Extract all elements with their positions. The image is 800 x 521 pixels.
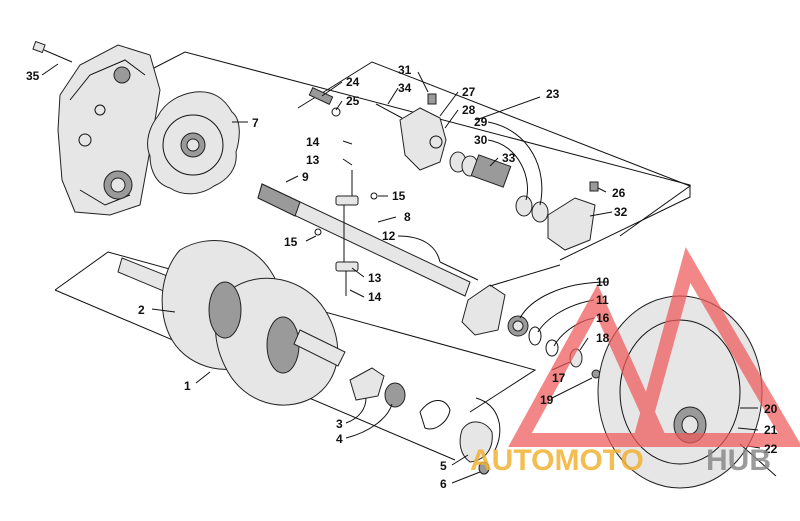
watermark-triangle-right xyxy=(630,247,800,447)
callout-25: 25 xyxy=(346,94,360,108)
callout-26: 26 xyxy=(612,186,626,200)
callout-3: 3 xyxy=(336,417,343,431)
gear-case xyxy=(57,44,161,216)
callout-20: 20 xyxy=(764,402,778,416)
callout-2: 2 xyxy=(138,303,145,317)
brake-caliper xyxy=(308,87,599,251)
callout-10: 10 xyxy=(596,275,610,289)
callout-12: 12 xyxy=(382,229,396,243)
callout-35: 35 xyxy=(26,69,40,83)
callout-11: 11 xyxy=(596,293,609,307)
callout-29: 29 xyxy=(474,115,488,129)
callout-28: 28 xyxy=(462,103,476,117)
drive-sprockets xyxy=(117,239,346,406)
callout-14-top: 14 xyxy=(306,135,320,149)
watermark-brand-left: AUTOMOTO xyxy=(470,444,644,477)
callout-8: 8 xyxy=(404,210,411,224)
callout-13-bottom: 13 xyxy=(368,271,382,285)
callout-18: 18 xyxy=(596,331,610,345)
callout-19: 19 xyxy=(540,393,554,407)
caliper-group-outline xyxy=(297,61,692,237)
callout-labels: 35 7 9 14 13 15 8 12 15 13 14 2 1 3 4 5 … xyxy=(26,63,778,491)
callout-30: 30 xyxy=(474,133,488,147)
watermark-logo xyxy=(508,247,800,447)
bolt-35 xyxy=(32,40,73,63)
callout-5: 5 xyxy=(440,459,447,473)
upper-assembly-outline xyxy=(149,51,691,261)
watermark-brand: AUTOMOTO HUB xyxy=(470,444,771,477)
callout-15-left: 15 xyxy=(284,235,298,249)
callout-1: 1 xyxy=(184,379,191,393)
callout-9: 9 xyxy=(302,170,309,184)
callout-14-bottom: 14 xyxy=(368,290,382,304)
callout-22: 22 xyxy=(764,442,778,456)
callout-32: 32 xyxy=(614,205,628,219)
main-shaft xyxy=(257,183,479,297)
callout-24: 24 xyxy=(346,75,360,89)
watermark-brand-right: HUB xyxy=(706,444,771,477)
callout-13-top: 13 xyxy=(306,153,320,167)
watermark-triangle-left xyxy=(508,284,671,447)
callout-21: 21 xyxy=(764,423,778,437)
callout-34: 34 xyxy=(398,81,412,95)
callout-27: 27 xyxy=(462,85,476,99)
leader-lines xyxy=(41,63,761,484)
callout-4: 4 xyxy=(336,432,343,446)
bearing-stack xyxy=(461,284,601,379)
callout-17: 17 xyxy=(552,371,566,385)
callout-33: 33 xyxy=(502,151,516,165)
bearing-housing xyxy=(349,367,501,475)
callout-23: 23 xyxy=(546,87,560,101)
callout-16: 16 xyxy=(596,311,610,325)
brake-disc xyxy=(147,91,240,195)
callout-31: 31 xyxy=(398,63,412,77)
callout-6: 6 xyxy=(440,477,447,491)
callout-15-right: 15 xyxy=(392,189,406,203)
callout-7: 7 xyxy=(252,116,259,130)
